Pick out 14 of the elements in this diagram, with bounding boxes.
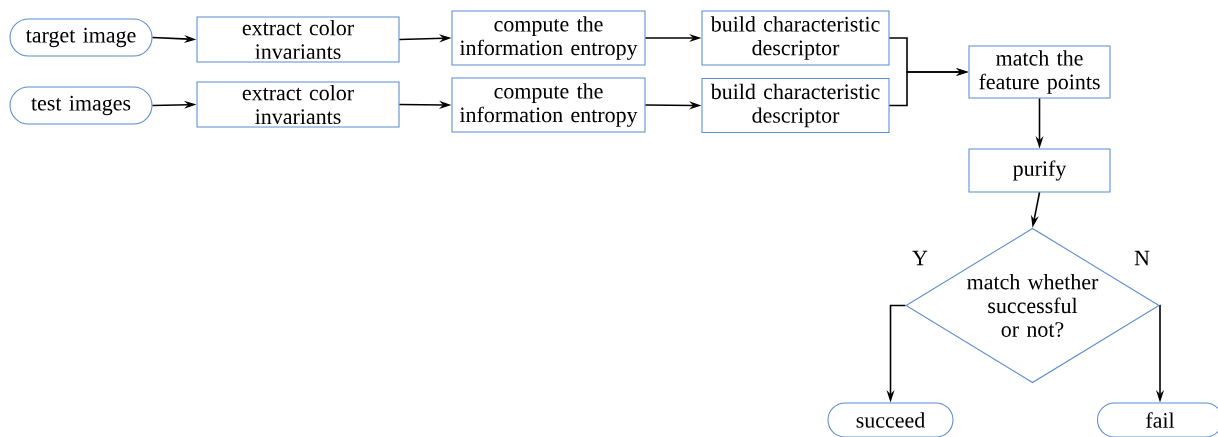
edge-label: N [1132,249,1152,267]
terminal-box: test images [9,86,153,125]
terminal-box: succeed [827,402,954,437]
process-box: extract color invariants [196,81,400,128]
process-box: compute the information entropy [451,77,646,133]
edge-label: Y [910,249,930,267]
terminal-box: fail [1097,402,1218,437]
terminal-box: target image [9,18,153,57]
process-box: match the feature points [968,45,1111,99]
process-box: extract color invariants [196,16,400,63]
process-box: compute the information entropy [451,10,646,66]
process-box: purify [968,148,1111,193]
process-box: build characteristic descriptor [701,10,890,66]
process-box: build characteristic descriptor [701,77,890,134]
